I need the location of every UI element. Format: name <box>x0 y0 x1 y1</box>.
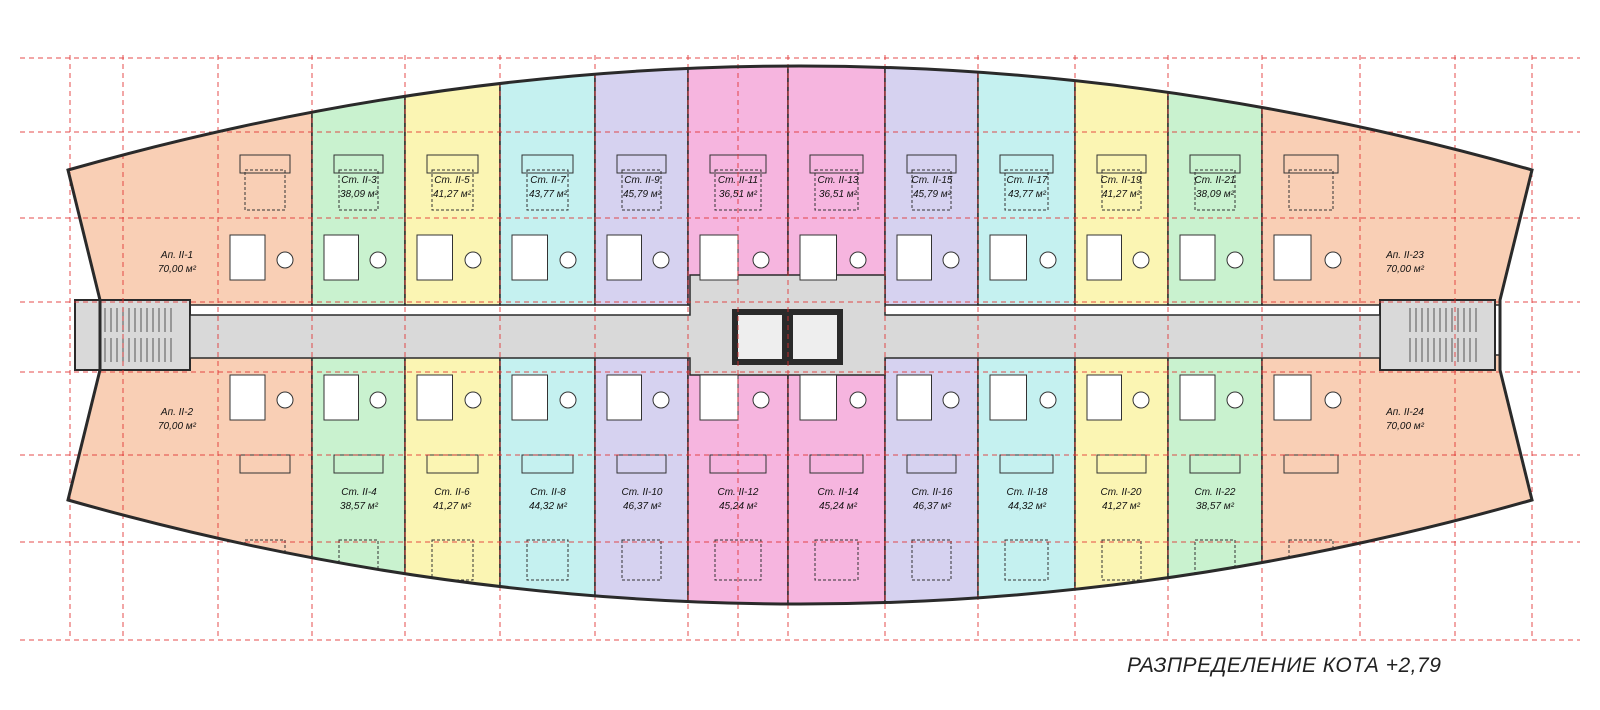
bottom-unit-6-area: 45,24 м² <box>719 501 758 512</box>
bottom-unit-8-id: Ст. II-16 <box>911 487 952 498</box>
top-unit-3-area: 41,27 м² <box>433 189 472 200</box>
top-unit-9-id: Ст. II-17 <box>1006 175 1047 186</box>
top-unit-12-id: Ап. II-23 <box>1385 250 1424 261</box>
bottom-unit-3-area: 41,27 м² <box>433 501 472 512</box>
top-unit-4-id: Ст. II-7 <box>530 175 566 186</box>
building-outline <box>66 64 1534 606</box>
furniture-layer <box>229 154 1342 581</box>
bottom-unit-12-id: Ап. II-24 <box>1385 407 1424 418</box>
bottom-unit-3-id: Ст. II-6 <box>434 487 470 498</box>
top-unit-12-area: 70,00 м² <box>1386 264 1425 275</box>
top-unit-5-area: 45,79 м² <box>623 189 662 200</box>
top-unit-11-id: Ст. II-21 <box>1194 175 1235 186</box>
bottom-unit-1-area: 70,00 м² <box>158 421 197 432</box>
top-unit-1-id: Ап. II-1 <box>160 250 193 261</box>
top-unit-4-area: 43,77 м² <box>529 189 568 200</box>
top-unit-10-id: Ст. II-19 <box>1100 175 1141 186</box>
floor-plan-title: РАЗПРЕДЕЛЕНИЕ КОТА +2,79 <box>1127 654 1442 677</box>
bottom-unit-8-area: 46,37 м² <box>913 501 952 512</box>
bottom-unit-7-id: Ст. II-14 <box>817 487 858 498</box>
top-unit-8-id: Ст. II-15 <box>911 175 952 186</box>
bottom-unit-5-area: 46,37 м² <box>623 501 662 512</box>
bottom-unit-2-id: Ст. II-4 <box>341 487 377 498</box>
top-unit-1-area: 70,00 м² <box>158 264 197 275</box>
stair-left <box>74 299 191 371</box>
top-unit-8-area: 45,79 м² <box>913 189 952 200</box>
top-unit-2-id: Ст. II-3 <box>341 175 377 186</box>
bottom-unit-10-id: Ст. II-20 <box>1100 487 1141 498</box>
top-unit-7-area: 36,51 м² <box>819 189 858 200</box>
bottom-unit-5-id: Ст. II-10 <box>621 487 662 498</box>
corridor-layer <box>74 274 1496 376</box>
top-unit-7-id: Ст. II-13 <box>817 175 858 186</box>
elevator-shaft-1 <box>732 309 788 365</box>
top-unit-9-area: 43,77 м² <box>1008 189 1047 200</box>
top-unit-6-area: 36,51 м² <box>719 189 758 200</box>
top-unit-5-id: Ст. II-9 <box>624 175 660 186</box>
bottom-unit-9-id: Ст. II-18 <box>1006 487 1047 498</box>
bottom-unit-11-id: Ст. II-22 <box>1194 487 1235 498</box>
top-unit-2-area: 38,09 м² <box>340 189 379 200</box>
bottom-unit-1-id: Ап. II-2 <box>160 407 194 418</box>
top-unit-6-id: Ст. II-11 <box>718 175 758 186</box>
bottom-unit-9-area: 44,32 м² <box>1008 501 1047 512</box>
bottom-unit-2-area: 38,57 м² <box>340 501 379 512</box>
top-unit-3-id: Ст. II-5 <box>434 175 470 186</box>
elevator-shaft-2 <box>787 309 843 365</box>
bottom-unit-4-id: Ст. II-8 <box>530 487 566 498</box>
top-unit-10-area: 41,27 м² <box>1102 189 1141 200</box>
axis-grid-layer <box>20 55 1580 641</box>
bottom-unit-4-area: 44,32 м² <box>529 501 568 512</box>
unit-labels-layer: Ап. II-1 70,00 м² Ст. II-3 38,09 м² Ст. II-5… <box>158 175 1425 512</box>
bottom-unit-12-area: 70,00 м² <box>1386 421 1425 432</box>
bottom-unit-7-area: 45,24 м² <box>819 501 858 512</box>
top-unit-11-area: 38,09 м² <box>1196 189 1235 200</box>
bottom-unit-10-area: 41,27 м² <box>1102 501 1141 512</box>
bottom-unit-11-area: 38,57 м² <box>1196 501 1235 512</box>
stair-right <box>1379 299 1496 371</box>
bottom-unit-6-id: Ст. II-12 <box>717 487 758 498</box>
